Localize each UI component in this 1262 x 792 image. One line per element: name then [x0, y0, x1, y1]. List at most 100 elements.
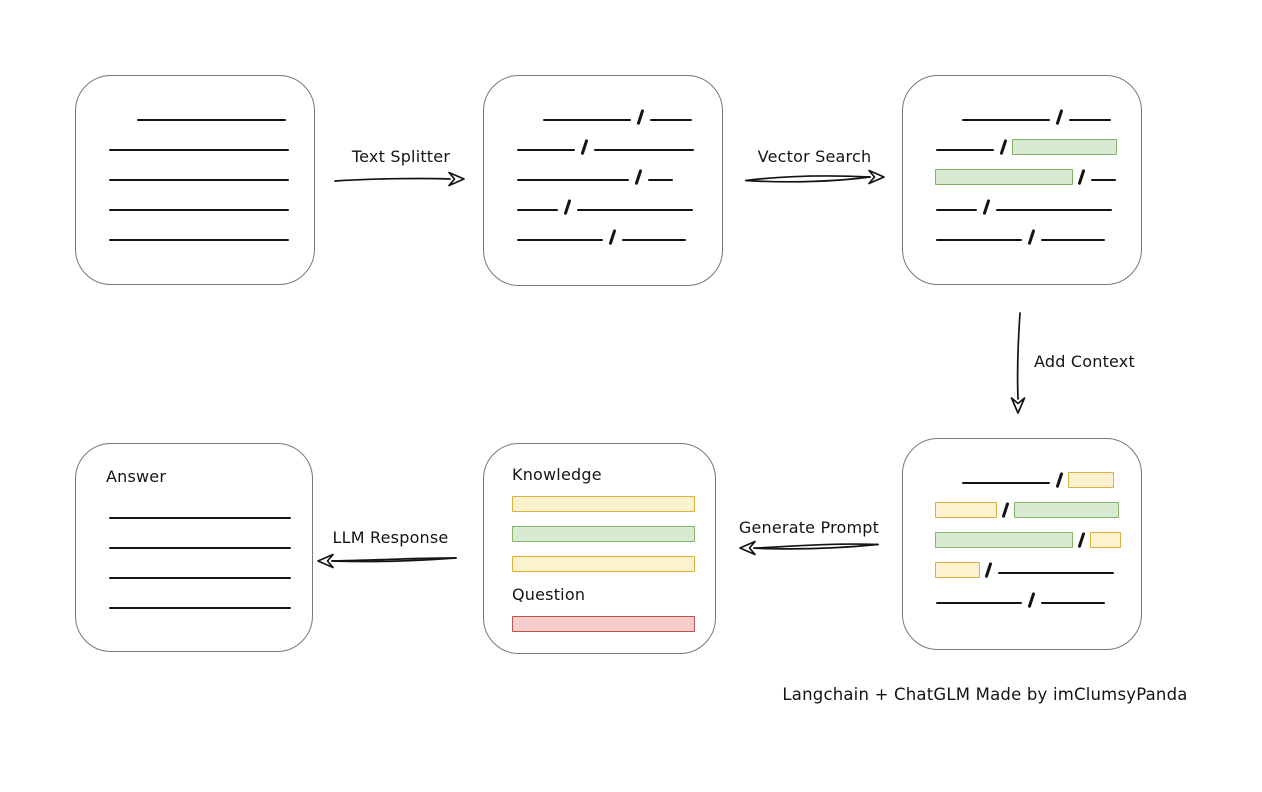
content-row [514, 92, 708, 125]
text-line [647, 179, 673, 181]
text-line [621, 239, 686, 241]
text-line [936, 602, 1022, 604]
content-row [106, 580, 298, 610]
text-line [517, 209, 558, 211]
document-lines [76, 76, 314, 242]
content-row [933, 455, 1127, 488]
text-line [109, 607, 291, 609]
green-highlight-chunk [1011, 139, 1117, 155]
content-row [106, 520, 298, 550]
text-line [1040, 239, 1105, 241]
yellow-highlight-chunk [1089, 532, 1121, 548]
vector-matches-lines [903, 76, 1141, 245]
content-row [106, 550, 298, 580]
text-splitter-label: Text Splitter [351, 147, 451, 166]
context-selection-lines [903, 439, 1141, 608]
text-line [137, 119, 286, 121]
content-row [106, 490, 298, 520]
text-line [995, 209, 1112, 211]
content-row [106, 92, 300, 122]
red-highlight-chunk [512, 616, 695, 632]
yellow-highlight-chunk [1067, 472, 1114, 488]
text-line [936, 239, 1022, 241]
content-row [512, 518, 701, 548]
context-selection-node [902, 438, 1142, 650]
add-context-arrow [1010, 312, 1026, 414]
text-line [517, 179, 629, 181]
content-row [933, 485, 1127, 518]
text-line [109, 209, 289, 211]
prompt-node: Knowledge Question [483, 443, 716, 654]
text-line [1040, 602, 1105, 604]
green-highlight-chunk [512, 526, 695, 542]
content-row [933, 575, 1127, 608]
knowledge-label: Knowledge [512, 465, 602, 484]
text-line [1068, 119, 1111, 121]
content-row [514, 212, 708, 245]
answer-label: Answer [106, 467, 167, 486]
content-row [106, 122, 300, 152]
slash-separator-icon [1027, 592, 1035, 608]
text-line [517, 149, 575, 151]
text-line [936, 209, 977, 211]
content-row [933, 122, 1127, 155]
text-splitter-arrow [334, 171, 465, 187]
text-line [109, 179, 289, 181]
content-row [106, 152, 300, 182]
vector-search-label: Vector Search [757, 147, 872, 166]
vector-matches-node [902, 75, 1142, 285]
add-context-label: Add Context [1034, 352, 1135, 371]
text-line [936, 149, 994, 151]
llm-response-arrow [317, 553, 457, 569]
yellow-highlight-chunk [935, 562, 980, 578]
content-row [512, 488, 701, 518]
text-line [517, 239, 603, 241]
green-highlight-chunk [935, 169, 1073, 185]
content-row [514, 182, 708, 215]
content-row [933, 92, 1127, 125]
text-line [962, 119, 1050, 121]
content-row [512, 548, 701, 578]
answer-node: Answer [75, 443, 313, 652]
text-line [997, 572, 1114, 574]
content-row [933, 152, 1127, 185]
yellow-highlight-chunk [512, 556, 695, 572]
generate-prompt-arrow [739, 540, 879, 556]
knowledge-bars [484, 486, 715, 578]
yellow-highlight-chunk [512, 496, 695, 512]
content-row [933, 515, 1127, 548]
green-highlight-chunk [935, 532, 1073, 548]
content-row [514, 152, 708, 185]
llm-response-label: LLM Response [332, 528, 449, 547]
content-row [106, 182, 300, 212]
slash-separator-icon [608, 229, 616, 245]
document-node [75, 75, 315, 285]
text-line [593, 149, 694, 151]
diagram-caption: Langchain + ChatGLM Made by imClumsyPand… [782, 685, 1188, 704]
text-line [649, 119, 692, 121]
generate-prompt-label: Generate Prompt [738, 518, 880, 537]
text-line [109, 239, 289, 241]
text-line [962, 482, 1050, 484]
slash-separator-icon [1027, 229, 1035, 245]
split-text-lines [484, 76, 722, 245]
text-line [109, 517, 291, 519]
green-highlight-chunk [1013, 502, 1119, 518]
question-bar [484, 606, 715, 638]
vector-search-arrow [745, 169, 885, 185]
content-row [933, 545, 1127, 578]
text-line [543, 119, 631, 121]
question-label: Question [512, 585, 586, 604]
text-line [109, 577, 291, 579]
content-row [933, 182, 1127, 215]
split-text-node [483, 75, 723, 286]
content-row [512, 608, 701, 638]
text-line [109, 547, 291, 549]
answer-lines [76, 488, 312, 610]
text-line [1090, 179, 1116, 181]
content-row [514, 122, 708, 155]
content-row [933, 212, 1127, 245]
text-line [109, 149, 289, 151]
content-row [106, 212, 300, 242]
